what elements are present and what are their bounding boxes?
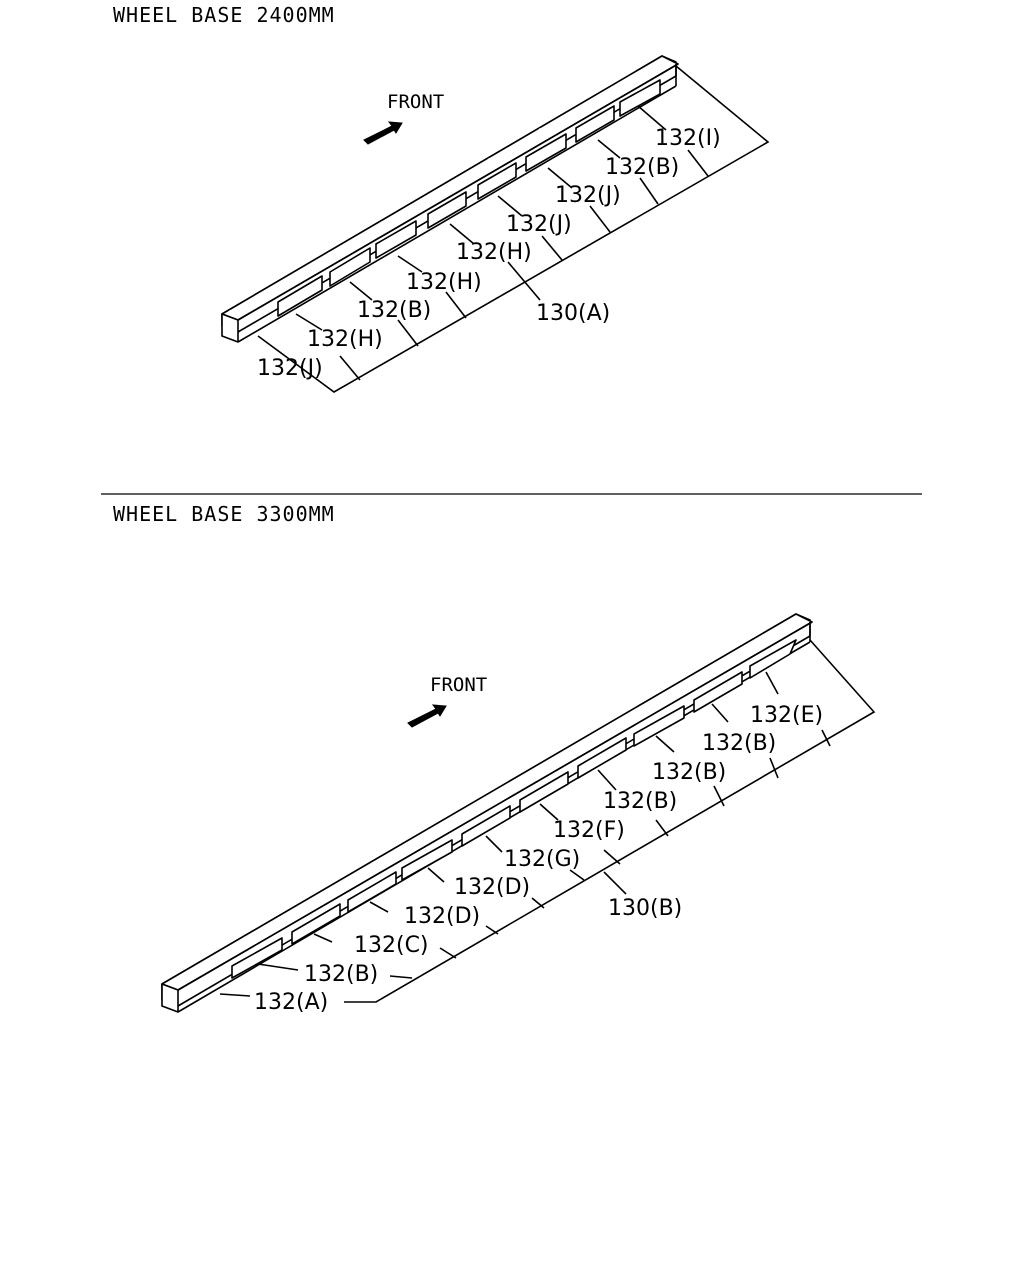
callout-label: 132(H) <box>307 327 383 352</box>
front-label-2: FRONT <box>430 674 487 696</box>
section-1-title: WHEEL BASE 2400MM <box>113 3 335 27</box>
callout-label: 132(B) <box>652 760 726 785</box>
callout-label: 132(B) <box>357 298 431 323</box>
callout-label: 132(J) <box>555 183 621 208</box>
callout-label: 130(A) <box>536 301 610 326</box>
callout-label: 132(A) <box>254 990 328 1015</box>
section-2-drawing: FRONT <box>161 613 876 1015</box>
section-1-drawing: FRONT <box>221 55 770 393</box>
frame-rail-1 <box>221 55 679 343</box>
callout-label: 132(J) <box>257 356 323 381</box>
callout-label: 132(C) <box>354 933 429 958</box>
callout-label: 132(I) <box>655 126 721 151</box>
arrow-icon <box>407 704 447 728</box>
callout-label: 130(B) <box>608 896 682 921</box>
arrow-icon <box>363 121 403 145</box>
section-2-title: WHEEL BASE 3300MM <box>113 502 335 526</box>
callout-label: 132(B) <box>603 789 677 814</box>
leader-lines-2 <box>219 639 876 1003</box>
frame-rail-2 <box>161 613 813 1013</box>
callout-label: 132(B) <box>605 155 679 180</box>
callout-label: 132(B) <box>304 962 378 987</box>
callout-label: 132(E) <box>750 703 823 728</box>
callout-label: 132(H) <box>406 270 482 295</box>
callout-label: 132(G) <box>504 847 580 872</box>
callout-label: 132(H) <box>456 240 532 265</box>
callout-label: 132(D) <box>404 904 480 929</box>
callout-label: 132(B) <box>702 731 776 756</box>
callout-label: 132(D) <box>454 875 530 900</box>
callout-label: 132(F) <box>553 818 625 843</box>
leader-lines-1 <box>257 65 770 393</box>
callout-label: 132(J) <box>506 212 572 237</box>
front-label-1: FRONT <box>387 91 444 113</box>
